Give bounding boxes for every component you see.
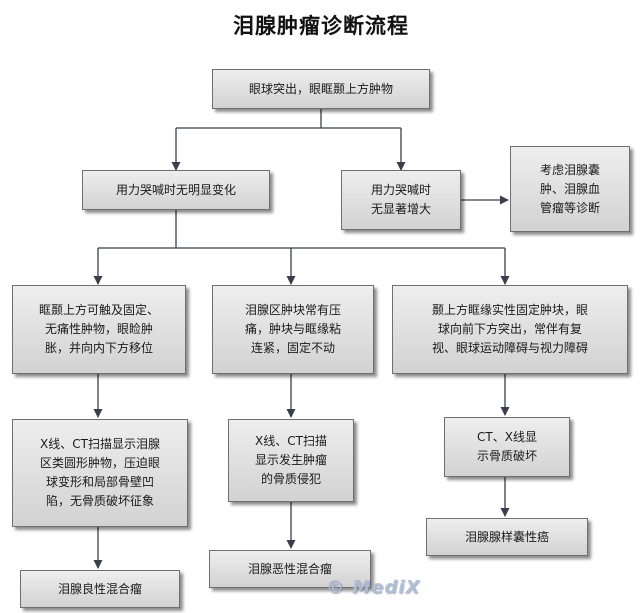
- node-xray2-text: X线、CT扫描 显示发生肿瘤 的骨质侵犯: [254, 434, 327, 486]
- node-xray3: CT、X线显 示骨质破坏: [444, 417, 570, 477]
- node-xray2: X线、CT扫描 显示发生肿瘤 的骨质侵犯: [228, 419, 354, 502]
- node-consider-text: 考虑泪腺囊 肿、泪腺血 管瘤等诊断: [539, 162, 600, 215]
- node-solid-text: 颞上方眶缘实性固定肿块，眼 球向前下方突出，常伴有复 视、眼球运动障碍与视力障碍: [431, 303, 588, 355]
- node-adherent-text: 泪腺区肿块常有压 痛，肿块与眶缘粘 连紧，固定不动: [244, 303, 341, 355]
- watermark: © MediX: [326, 577, 421, 598]
- node-malignant: 泪腺恶性混合瘤: [209, 550, 371, 588]
- node-benign: 泪腺良性混合瘤: [20, 570, 180, 608]
- node-solid: 颞上方眶缘实性固定肿块，眼 球向前下方突出，常伴有复 视、眼球运动障碍与视力障碍: [392, 285, 628, 374]
- page-title: 泪腺肿瘤诊断流程: [233, 14, 409, 38]
- node-enlarge-text: 用力哭喊时 无显著增大: [370, 183, 431, 216]
- node-consider: 考虑泪腺囊 肿、泪腺血 管瘤等诊断: [510, 146, 630, 232]
- node-benign-text: 泪腺良性混合瘤: [57, 581, 142, 596]
- node-xray3-text: CT、X线显 示骨质破坏: [476, 430, 537, 463]
- node-root: 眼球突出，眼眶颞上方肿物: [212, 69, 430, 109]
- node-change-text: 用力哭喊时无明显变化: [115, 182, 236, 197]
- node-xray1: X线、CT扫描显示泪腺 区类圆形肿物，压迫眼 球变形和局部骨壁凹 陷，无骨质破坏…: [12, 419, 188, 527]
- node-cystic-text: 泪腺腺样囊性癌: [464, 529, 549, 544]
- node-palpable-text: 眶颞上方可触及固定、 无痛性肿物，眼睑肿 胀，并向内下方移位: [38, 303, 159, 355]
- node-cystic: 泪腺腺样囊性癌: [426, 518, 588, 556]
- node-enlarge: 用力哭喊时 无显著增大: [341, 170, 461, 230]
- node-malignant-text: 泪腺恶性混合瘤: [247, 561, 332, 576]
- node-adherent: 泪腺区肿块常有压 痛，肿块与眶缘粘 连紧，固定不动: [212, 285, 374, 374]
- node-root-text: 眼球突出，眼眶颞上方肿物: [248, 81, 393, 96]
- node-xray1-text: X线、CT扫描显示泪腺 区类圆形肿物，压迫眼 球变形和局部骨壁凹 陷，无骨质破坏…: [39, 437, 160, 508]
- node-change: 用力哭喊时无明显变化: [82, 170, 270, 210]
- node-palpable: 眶颞上方可触及固定、 无痛性肿物，眼睑肿 胀，并向内下方移位: [12, 285, 186, 374]
